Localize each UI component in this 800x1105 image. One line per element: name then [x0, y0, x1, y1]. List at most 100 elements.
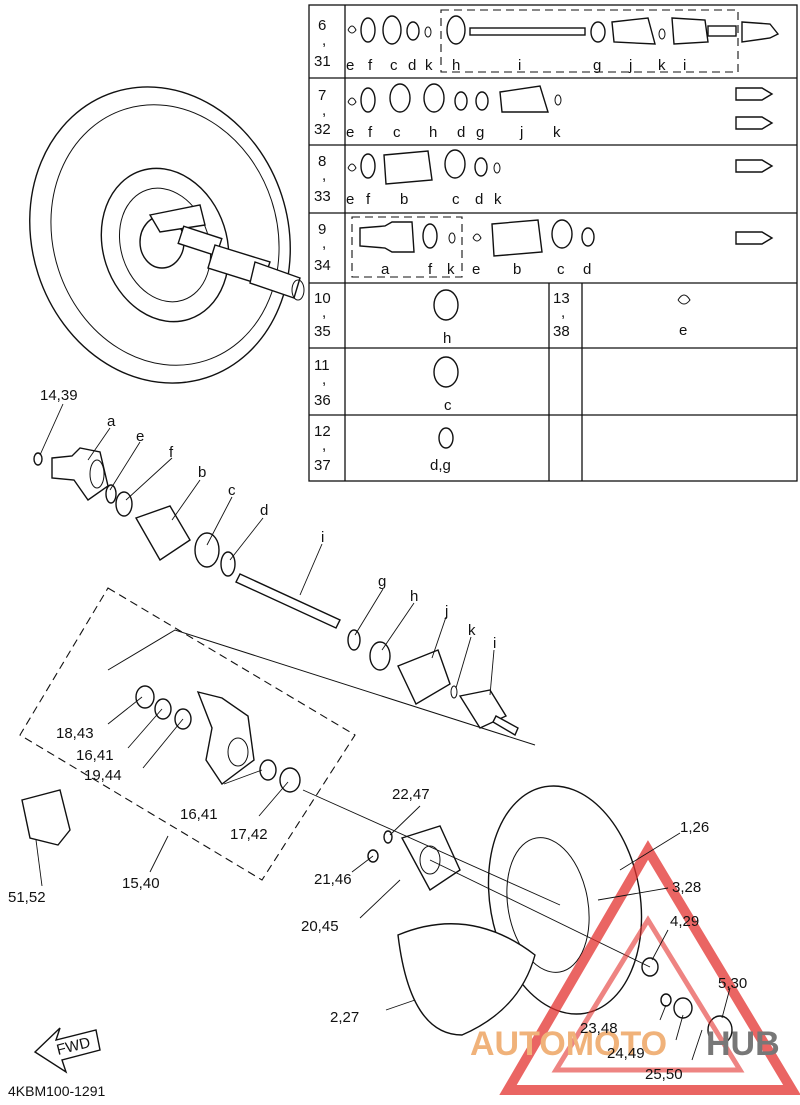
row-num: 31	[314, 53, 331, 70]
callout-b: b	[198, 464, 206, 481]
row-num: ,	[322, 167, 326, 184]
row-num: 6	[318, 17, 326, 34]
row-num: 7	[318, 87, 326, 104]
part-letter: a	[381, 261, 390, 278]
callout-3-28: 3,28	[672, 879, 701, 896]
row-num: 34	[314, 257, 331, 274]
leader-lines	[35, 403, 731, 1061]
part-letter: k	[447, 261, 455, 278]
part-letter: h	[429, 124, 437, 141]
part-letter: g	[476, 124, 484, 141]
callout-16-41b: 16,41	[180, 806, 218, 823]
kit-table: 6 , 31 7 , 32 8 , 33 9 , 34 10 , 35 13 ,…	[308, 4, 798, 482]
row-num: 36	[314, 392, 331, 409]
row-num: ,	[322, 437, 326, 454]
wheel-assembly-overview	[29, 86, 305, 384]
callout-k: k	[468, 622, 476, 639]
part-letter: h	[443, 330, 451, 347]
callout-e: e	[136, 428, 144, 445]
row-num: ,	[322, 371, 326, 388]
part-letter: f	[368, 57, 373, 74]
row-num: 35	[314, 323, 331, 340]
callout-f: f	[169, 444, 174, 461]
watermark-text-b: HUB	[706, 1025, 780, 1063]
callout-25-50: 25,50	[645, 1066, 683, 1083]
callout-h: h	[410, 588, 418, 605]
part-letter: i	[683, 57, 686, 74]
part-letter: d	[457, 124, 465, 141]
part-letter: b	[400, 191, 408, 208]
row-num: 38	[553, 323, 570, 340]
callout-labels: 14,39 a e f b c d i g h j k i 18,43 16,4…	[8, 387, 747, 1083]
part-letter: f	[428, 261, 433, 278]
fwd-label: FWD	[55, 1034, 92, 1059]
row-num: 37	[314, 457, 331, 474]
callout-j: j	[444, 603, 448, 620]
part-letter: j	[519, 124, 523, 141]
callout-18-43: 18,43	[56, 725, 94, 742]
callout-4-29: 4,29	[670, 913, 699, 930]
callout-20-45: 20,45	[301, 918, 339, 935]
callout-16-41a: 16,41	[76, 747, 114, 764]
callout-24-49: 24,49	[607, 1045, 645, 1062]
part-letter: e	[346, 57, 354, 74]
part-letter: c	[393, 124, 401, 141]
callout-19-44: 19,44	[84, 767, 122, 784]
callout-a: a	[107, 413, 116, 430]
watermark-text-a: AUTOMOTO	[470, 1025, 667, 1063]
callout-d: d	[260, 502, 268, 519]
row-num: 11	[314, 357, 330, 374]
part-letter: d	[475, 191, 483, 208]
row-num: 33	[314, 188, 331, 205]
part-letter: h	[452, 57, 460, 74]
callout-22-47: 22,47	[392, 786, 430, 803]
part-letter: e	[679, 322, 687, 339]
callout-5-30: 5,30	[718, 975, 747, 992]
part-letter: g	[593, 57, 601, 74]
callout-14-39: 14,39	[40, 387, 78, 404]
callout-c: c	[228, 482, 236, 499]
row-num: ,	[561, 304, 565, 321]
part-letter: k	[425, 57, 433, 74]
part-letter: k	[494, 191, 502, 208]
row-num: ,	[322, 102, 326, 119]
callout-2-27: 2,27	[330, 1009, 359, 1026]
part-letter: j	[628, 57, 632, 74]
part-letter: c	[557, 261, 565, 278]
part-letter: d	[408, 57, 416, 74]
part-letter: k	[658, 57, 666, 74]
row-num: 12	[314, 423, 331, 440]
callout-23-48: 23,48	[580, 1020, 618, 1037]
part-letter: f	[368, 124, 373, 141]
callout-i2: i	[493, 635, 496, 652]
callout-21-46: 21,46	[314, 871, 352, 888]
row-num: ,	[322, 32, 326, 49]
part-letter: c	[444, 397, 452, 414]
knuckle-assembly	[19, 587, 536, 881]
callout-1-26: 1,26	[680, 819, 709, 836]
diagram-code: 4KBM100-1291	[8, 1083, 106, 1099]
callout-51-52: 51,52	[8, 889, 46, 906]
row-num: 8	[318, 153, 326, 170]
drive-shaft-exploded	[33, 447, 519, 737]
part-letter: e	[346, 124, 354, 141]
hub-wheel-exploded	[302, 785, 733, 1045]
part-letter: b	[513, 261, 521, 278]
row-num: 10	[314, 290, 331, 307]
part-letter: d	[583, 261, 591, 278]
callout-g: g	[378, 573, 386, 590]
part-letter: i	[518, 57, 521, 74]
row-num: ,	[322, 235, 326, 252]
row-num: 9	[318, 221, 326, 238]
row-num: 13	[553, 290, 570, 307]
watermark: AUTOMOTO HUB	[470, 840, 800, 1095]
row-num: ,	[322, 304, 326, 321]
fwd-arrow: FWD	[33, 1027, 101, 1074]
row-num: 32	[314, 121, 331, 138]
callout-i: i	[321, 529, 324, 546]
callout-17-42: 17,42	[230, 826, 268, 843]
part-letter: k	[553, 124, 561, 141]
callout-15-40: 15,40	[122, 875, 160, 892]
part-letter: e	[472, 261, 480, 278]
